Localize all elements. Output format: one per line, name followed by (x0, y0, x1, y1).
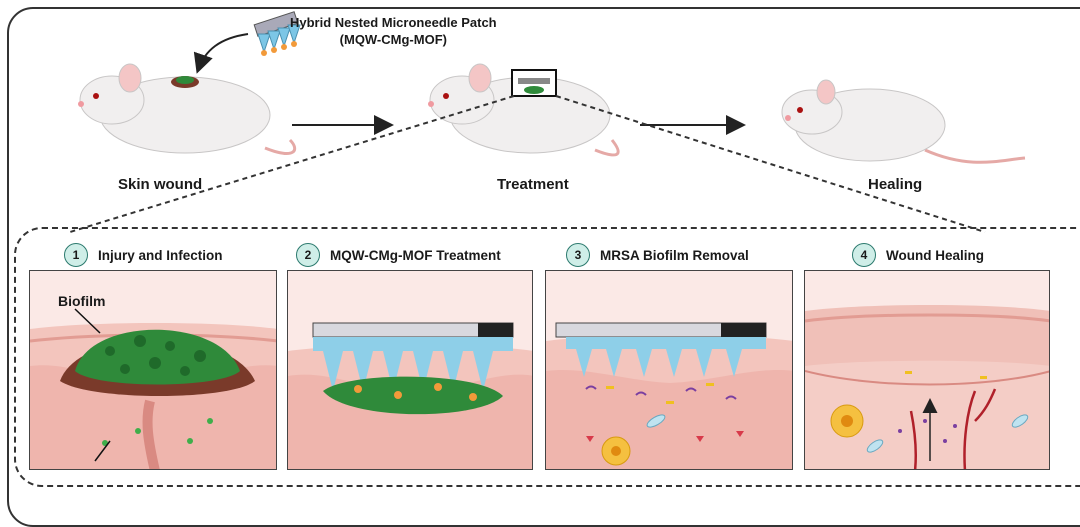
panel-title-4: Wound Healing (886, 247, 984, 263)
panel-wound-healing (804, 270, 1050, 470)
panel-number-2: 2 (296, 243, 320, 267)
panel-title-2: MQW-CMg-MOF Treatment (330, 247, 501, 263)
panel-title-3: MRSA Biofilm Removal (600, 247, 749, 263)
apply-arrow (193, 33, 249, 74)
panel-3-art (546, 271, 792, 469)
panel-title-1: Injury and Infection (98, 247, 223, 263)
illustration-layer (69, 11, 1026, 233)
patch-title-line2: (MQW-CMg-MOF) (339, 32, 447, 47)
mouse-healing (781, 79, 1026, 164)
panel-biofilm-removal (545, 270, 793, 470)
patch-title-line1: Hybrid Nested Microneedle Patch (290, 15, 497, 30)
panel-number-4: 4 (852, 243, 876, 267)
mouse-skin-wound (78, 63, 297, 155)
panel-2-art (288, 271, 532, 469)
microneedle-patch-icon (253, 11, 301, 56)
panel-number-3: 3 (566, 243, 590, 267)
panel-header-3: 3 MRSA Biofilm Removal (566, 243, 749, 267)
stage-label-skin-wound: Skin wound (118, 176, 203, 193)
panel-number-1: 1 (64, 243, 88, 267)
stage-label-treatment: Treatment (497, 176, 569, 193)
patch-title: Hybrid Nested Microneedle Patch (MQW-CMg… (290, 14, 497, 48)
panel-header-1: 1 Injury and Infection (64, 243, 223, 267)
zoom-line-right (555, 95, 986, 233)
panel-1-art (30, 271, 276, 469)
panel-injury-infection (29, 270, 277, 470)
panel-4-art (805, 271, 1049, 469)
panel-header-2: 2 MQW-CMg-MOF Treatment (296, 243, 501, 267)
stage-label-healing: Healing (868, 176, 923, 193)
biofilm-label: Biofilm (58, 293, 106, 309)
panel-treatment (287, 270, 533, 470)
panel-header-4: 4 Wound Healing (852, 243, 984, 267)
mouse-treatment (428, 63, 620, 157)
